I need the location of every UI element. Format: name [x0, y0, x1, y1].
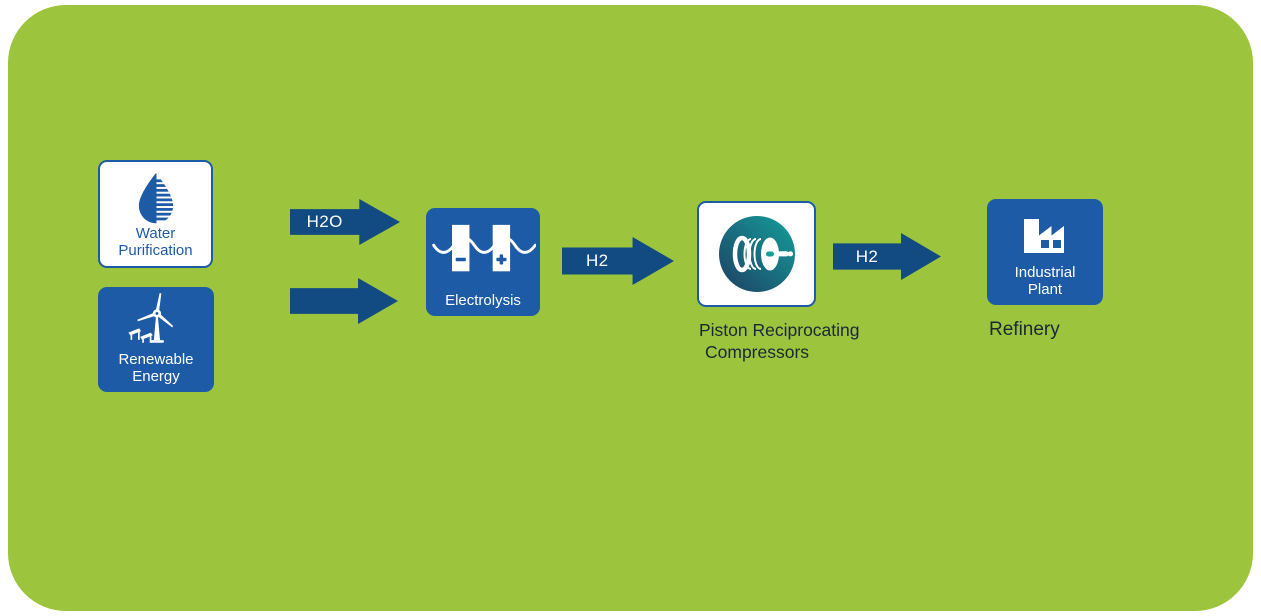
arrow-h2-2-label: H2: [855, 246, 879, 266]
factory-icon: [1024, 219, 1064, 253]
piston-compressors-caption-line1: Piston Reciprocating: [699, 320, 860, 340]
renewable-energy-label-line1: Renewable: [118, 351, 194, 368]
node-water-purification: Water Purification: [98, 160, 213, 268]
background-panel: [8, 5, 1253, 611]
electrolysis-cell-icon: [432, 224, 536, 272]
piston-compressors-caption: Piston Reciprocating Compressors: [699, 320, 860, 363]
industrial-plant-label-line2: Plant: [1027, 281, 1063, 298]
water-purification-label-line1: Water: [135, 225, 176, 242]
arrow-h2o-label: H2O: [306, 212, 343, 231]
renewable-energy-label-line2: Energy: [132, 368, 180, 385]
water-purification-label: Water Purification: [100, 225, 211, 259]
piston-compressor-icon: [718, 216, 795, 292]
node-electrolysis: Electrolysis: [426, 208, 540, 316]
node-piston-compressors: [697, 201, 816, 307]
node-renewable-energy: Renewable Energy: [98, 287, 214, 392]
industrial-plant-label: Industrial Plant: [987, 264, 1103, 298]
arrow-h2-1-label: H2: [586, 251, 609, 270]
node-industrial-plant: Industrial Plant: [987, 199, 1103, 305]
wind-turbine-icon: [128, 293, 174, 343]
renewable-energy-label: Renewable Energy: [98, 351, 214, 385]
industrial-plant-label-line1: Industrial: [1014, 264, 1076, 281]
water-drop-icon: [138, 173, 173, 224]
electrolysis-label: Electrolysis: [445, 292, 521, 309]
water-purification-label-line2: Purification: [118, 242, 193, 259]
piston-compressors-caption-line2: Compressors: [705, 341, 810, 362]
refinery-caption: Refinery: [989, 319, 1060, 340]
